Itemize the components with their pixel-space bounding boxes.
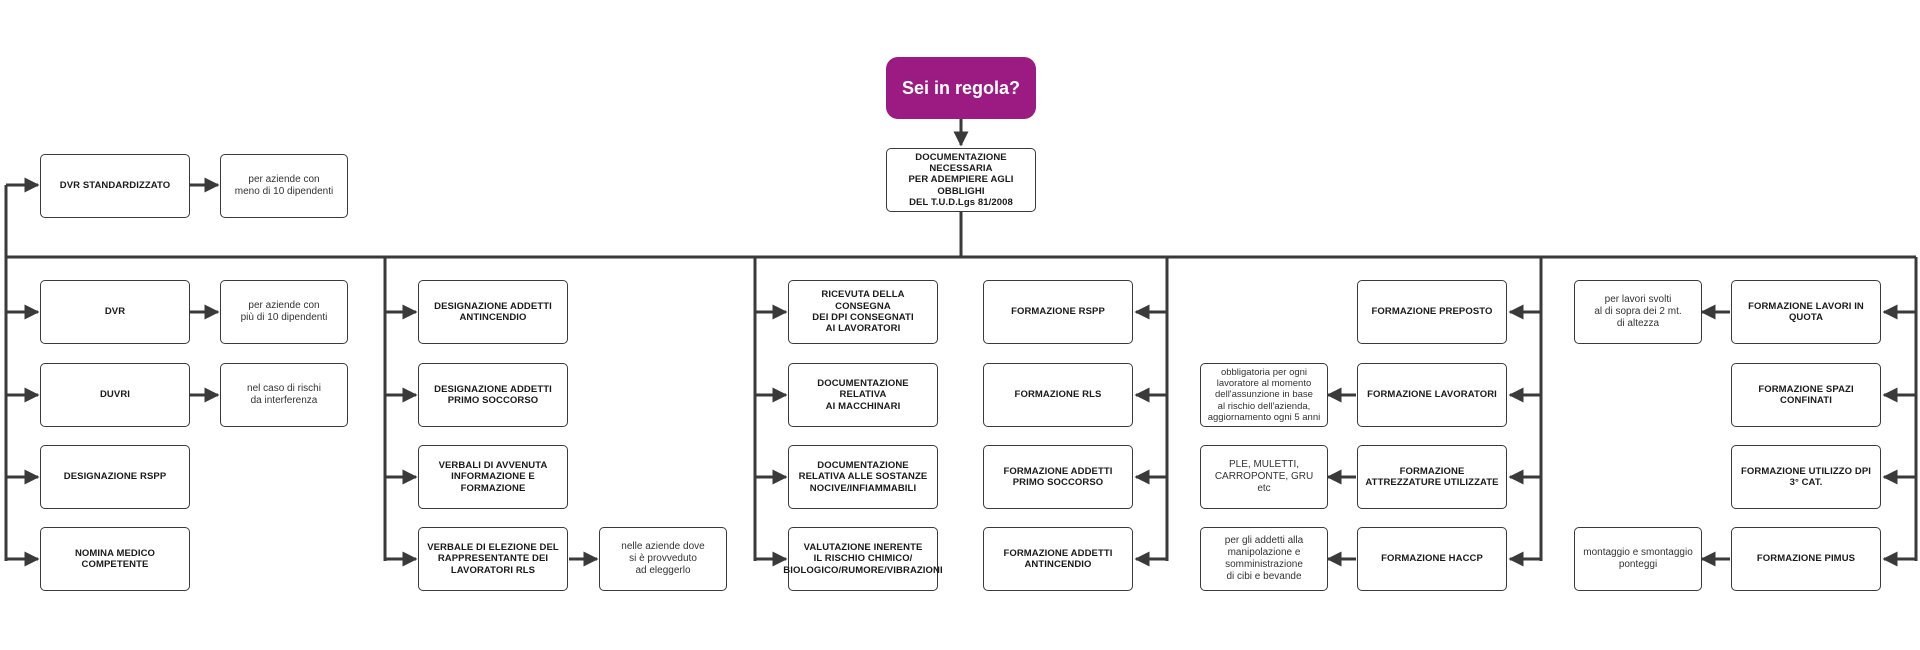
col3-right-item-3: FORMAZIONE ADDETTI PRIMO SOCCORSO (983, 445, 1133, 509)
col1-item-1: DVR (40, 280, 190, 344)
col3-left-item-1: RICEVUTA DELLA CONSEGNA DEI DPI CONSEGNA… (788, 280, 938, 344)
col1-item-3: DESIGNAZIONE RSPP (40, 445, 190, 509)
col2-item-1: DESIGNAZIONE ADDETTI ANTINCENDIO (418, 280, 568, 344)
col5-item-1: FORMAZIONE LAVORI IN QUOTA (1731, 280, 1881, 344)
col3-left-item-4: VALUTAZIONE INERENTE IL RISCHIO CHIMICO/… (783, 527, 943, 591)
col1-note-2: nel caso di rischi da interferenza (220, 363, 348, 427)
col2-note: nelle aziende dove si è provveduto ad el… (599, 527, 727, 591)
col1-item-2: DUVRI (40, 363, 190, 427)
col3-left-item-2: DOCUMENTAZIONE RELATIVA AI MACCHINARI (788, 363, 938, 427)
col3-right-item-4: FORMAZIONE ADDETTI ANTINCENDIO (983, 527, 1133, 591)
col2-item-3: VERBALI DI AVVENUTA INFORMAZIONE E FORMA… (418, 445, 568, 509)
col2-item-4: VERBALE DI ELEZIONE DEL RAPPRESENTANTE D… (418, 527, 568, 591)
col3-right-item-1: FORMAZIONE RSPP (983, 280, 1133, 344)
col3-right-item-2: FORMAZIONE RLS (983, 363, 1133, 427)
root-node: DOCUMENTAZIONE NECESSARIA PER ADEMPIERE … (886, 148, 1036, 212)
col4-item-4: FORMAZIONE HACCP (1357, 527, 1507, 591)
col4-note-3: per gli addetti alla manipolazione e som… (1200, 527, 1328, 591)
col5-note-1: per lavori svolti al di sopra dei 2 mt. … (1574, 280, 1702, 344)
col1-top-note: per aziende con meno di 10 dipendenti (220, 154, 348, 218)
col4-item-1: FORMAZIONE PREPOSTO (1357, 280, 1507, 344)
col1-top-item: DVR STANDARDIZZATO (40, 154, 190, 218)
col3-left-item-3: DOCUMENTAZIONE RELATIVA ALLE SOSTANZE NO… (788, 445, 938, 509)
col5-item-3: FORMAZIONE UTILIZZO DPI 3° CAT. (1731, 445, 1881, 509)
col5-item-4: FORMAZIONE PIMUS (1731, 527, 1881, 591)
col1-note-1: per aziende con più di 10 dipendenti (220, 280, 348, 344)
col4-item-3: FORMAZIONE ATTREZZATURE UTILIZZATE (1357, 445, 1507, 509)
title-box: Sei in regola? (886, 57, 1036, 119)
col1-item-4: NOMINA MEDICO COMPETENTE (40, 527, 190, 591)
col4-note-1: obbligatoria per ogni lavoratore al mome… (1200, 363, 1328, 427)
col2-item-2: DESIGNAZIONE ADDETTI PRIMO SOCCORSO (418, 363, 568, 427)
col5-note-2: montaggio e smontaggio ponteggi (1574, 527, 1702, 591)
col4-note-2: PLE, MULETTI, CARROPONTE, GRU etc (1200, 445, 1328, 509)
col5-item-2: FORMAZIONE SPAZI CONFINATI (1731, 363, 1881, 427)
col4-item-2: FORMAZIONE LAVORATORI (1357, 363, 1507, 427)
